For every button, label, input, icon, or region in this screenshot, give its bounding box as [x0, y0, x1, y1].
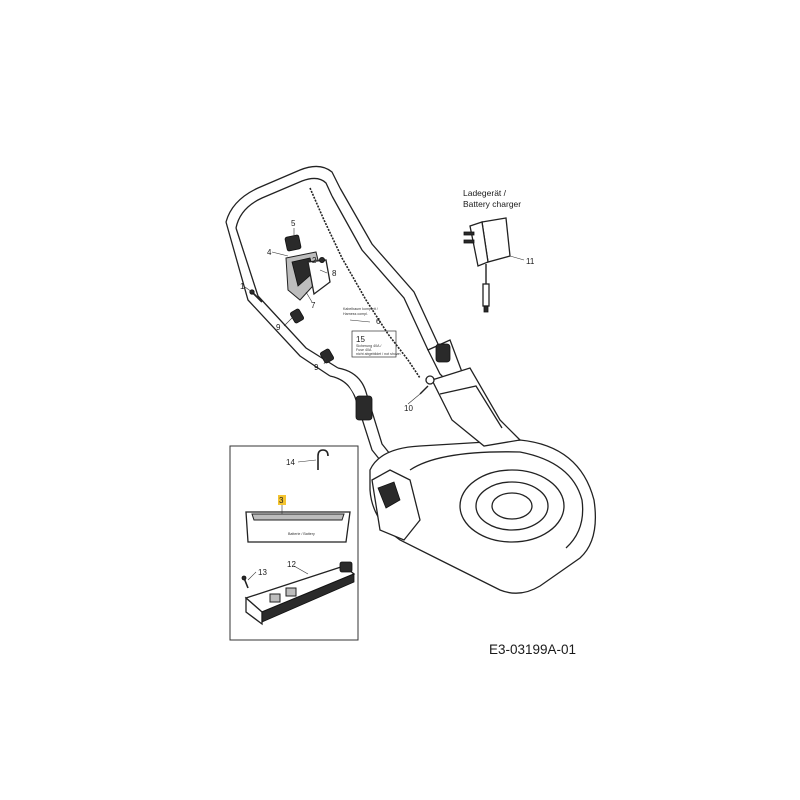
callout-12: 12	[287, 560, 296, 569]
handle-clip-upper	[290, 308, 304, 324]
handle-assembly	[225, 165, 463, 471]
callout-14: 14	[286, 458, 295, 467]
battery-tray-part-12	[244, 561, 356, 626]
accessory-inset-box	[229, 445, 359, 641]
callout-9-upper: 9	[276, 323, 281, 332]
callout-13: 13	[258, 568, 267, 577]
switch-box	[284, 234, 331, 301]
cable-harness	[309, 187, 421, 379]
callout-box-15	[351, 330, 397, 358]
cable-label-line2: Harness compl.	[343, 312, 368, 316]
cable-label-line1: Kabelbaum komplett /	[343, 307, 378, 311]
callout-3-highlight	[278, 495, 286, 505]
callout-1: 1	[240, 282, 245, 291]
handle-clip-lower	[320, 348, 334, 364]
callout-6: 6	[376, 317, 381, 326]
screw-part-13	[241, 575, 249, 589]
callout-3: 3	[279, 496, 284, 505]
screw-part-10	[419, 385, 429, 395]
callout-11: 11	[526, 257, 535, 266]
callout-10: 10	[404, 404, 413, 413]
mower-deck	[355, 343, 597, 594]
callout-9-lower: 9	[314, 363, 319, 372]
callout-4: 4	[267, 248, 272, 257]
drawing-id: E3-03199A-01	[489, 642, 576, 657]
battery-label: Batterie / Battery	[288, 532, 315, 536]
callout-5: 5	[291, 219, 296, 228]
callout-2: 2	[312, 256, 317, 265]
box15-line3: nicht abgebildet / not shown	[356, 352, 401, 356]
callout-15: 15	[356, 335, 365, 344]
callout-8: 8	[332, 269, 337, 278]
box15-line1: Sicherung 40A /	[356, 344, 381, 348]
charger-label-line1: Ladegerät /	[463, 188, 507, 198]
callout-7: 7	[311, 301, 316, 310]
box15-line2: Fuse 40A	[356, 348, 372, 352]
leader-lines	[244, 228, 525, 581]
clip-part-14	[317, 449, 329, 470]
charger-label-line2: Battery charger	[463, 199, 521, 209]
battery-charger	[463, 217, 511, 313]
battery-part-3	[245, 511, 351, 543]
